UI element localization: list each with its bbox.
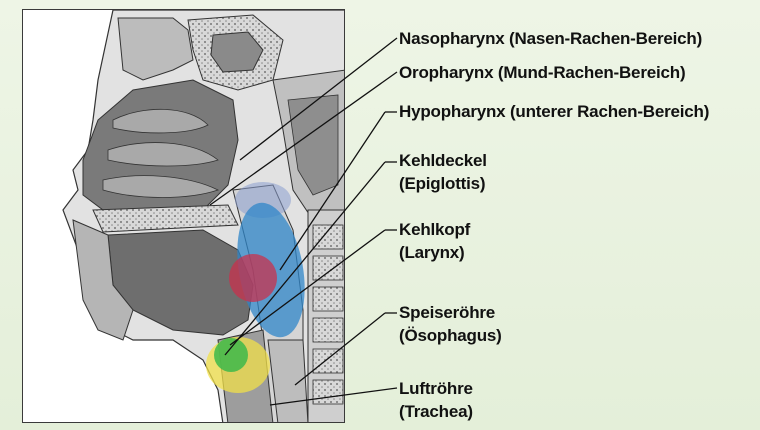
label-kehldeckel-line2: (Epiglottis) bbox=[399, 172, 487, 195]
label-kehldeckel: Kehldeckel (Epiglottis) bbox=[399, 149, 487, 195]
label-speiseroehre: Speiseröhre (Ösophagus) bbox=[399, 301, 502, 347]
head-neck-sagittal-section bbox=[23, 10, 345, 423]
label-luftroehre-line2: (Trachea) bbox=[399, 400, 473, 423]
label-oropharynx: Oropharynx (Mund-Rachen-Bereich) bbox=[399, 61, 685, 84]
label-hypopharynx-line1: Hypopharynx (unterer Rachen-Bereich) bbox=[399, 100, 709, 123]
label-kehlkopf-line1: Kehlkopf bbox=[399, 218, 470, 241]
label-kehlkopf-line2: (Larynx) bbox=[399, 241, 470, 264]
spine bbox=[308, 210, 345, 423]
label-speiseroehre-line1: Speiseröhre bbox=[399, 301, 502, 324]
label-kehlkopf: Kehlkopf (Larynx) bbox=[399, 218, 470, 264]
label-luftroehre: Luftröhre (Trachea) bbox=[399, 377, 473, 423]
label-nasopharynx: Nasopharynx (Nasen-Rachen-Bereich) bbox=[399, 27, 702, 50]
larynx-region bbox=[214, 338, 248, 372]
anatomy-illustration bbox=[22, 9, 345, 423]
hypopharynx-region bbox=[229, 254, 277, 302]
label-nasopharynx-line1: Nasopharynx (Nasen-Rachen-Bereich) bbox=[399, 27, 702, 50]
label-hypopharynx: Hypopharynx (unterer Rachen-Bereich) bbox=[399, 100, 709, 123]
label-oropharynx-line1: Oropharynx (Mund-Rachen-Bereich) bbox=[399, 61, 685, 84]
label-kehldeckel-line1: Kehldeckel bbox=[399, 149, 487, 172]
label-luftroehre-line1: Luftröhre bbox=[399, 377, 473, 400]
label-speiseroehre-line2: (Ösophagus) bbox=[399, 324, 502, 347]
